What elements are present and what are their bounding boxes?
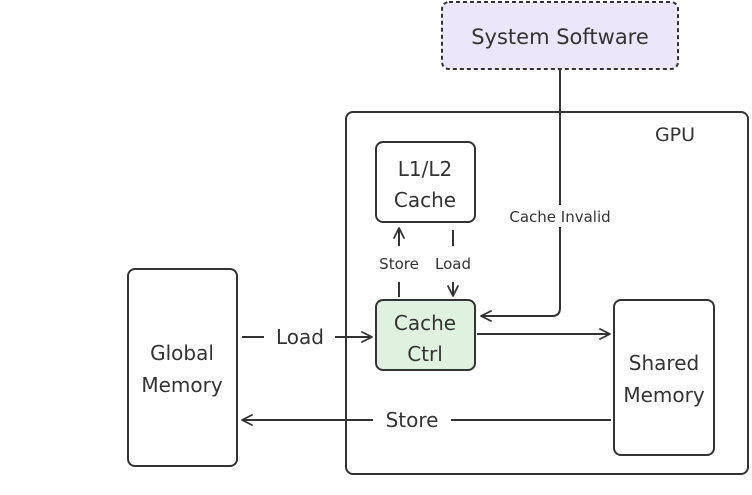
store-shared-label: Store [386,408,439,432]
global-memory-box [127,268,238,467]
cache-invalid-arrow [480,70,561,322]
cache-ctrl-line2: Ctrl [407,342,443,366]
store-up-label: Store [379,255,419,273]
load-global-label: Load [276,325,324,349]
system-software-label: System Software [471,25,649,49]
shared-memory-line2: Memory [623,383,705,407]
cache-ctrl-line1: Cache [394,311,456,335]
shared-memory-line1: Shared [629,351,699,375]
shared-memory-box [613,299,715,456]
l1l2-cache-line1: L1/L2 [398,157,452,181]
l1l2-cache-box [375,141,476,223]
global-memory-line2: Memory [141,373,223,397]
cache-invalid-label-bg [506,205,614,227]
cache-invalid-label: Cache Invalid [509,208,610,226]
gpu-container [345,111,749,475]
global-memory-line1: Global [150,341,214,365]
system-software-box [441,1,679,70]
l1l2-cache-line2: Cache [394,188,456,212]
gpu-label: GPU [655,124,695,146]
load-down-label: Load [435,255,471,273]
cache-ctrl-box [375,299,476,371]
